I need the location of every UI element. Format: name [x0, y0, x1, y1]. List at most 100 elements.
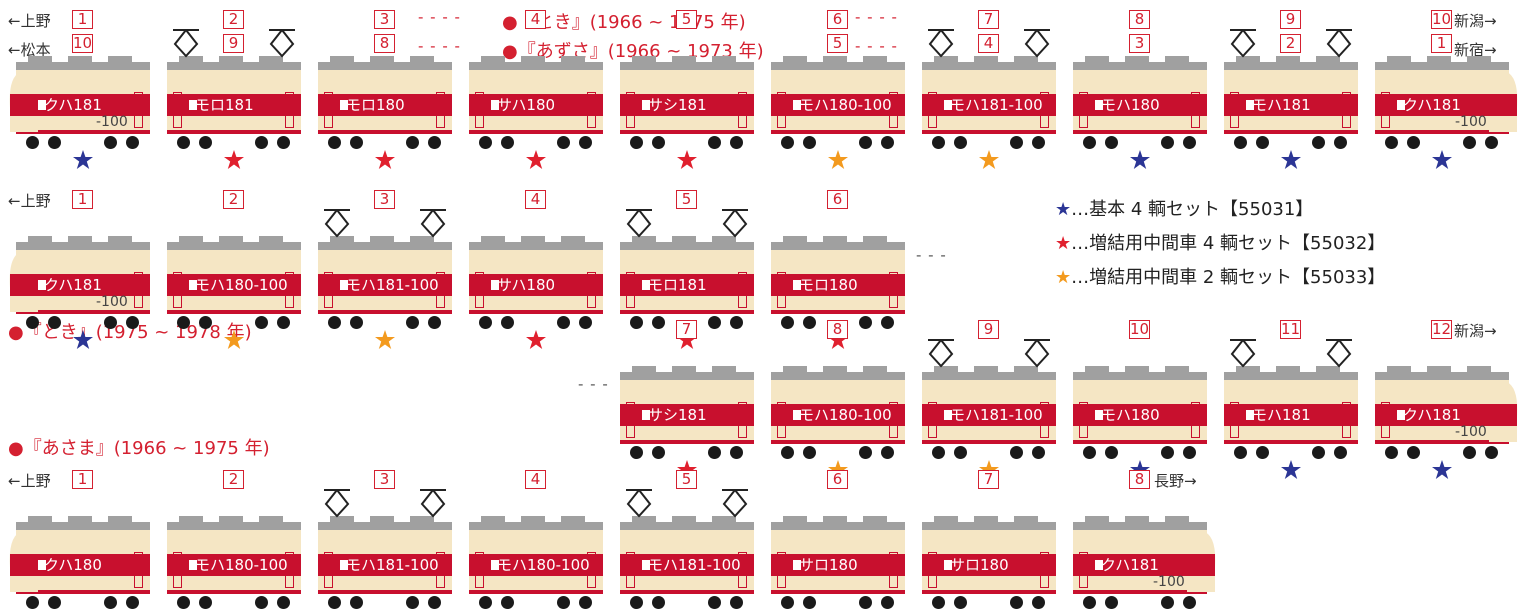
- car-number-alt: 3: [1129, 34, 1150, 53]
- car-wheel: [126, 596, 139, 609]
- car-wheel: [954, 596, 967, 609]
- car-roof: [1224, 372, 1358, 380]
- car-wheel: [932, 446, 945, 459]
- car-door: [1230, 92, 1239, 128]
- car-wheel: [1161, 446, 1174, 459]
- pantograph-icon: [926, 26, 956, 62]
- car-door: [1079, 402, 1088, 438]
- star-blue-icon: [1432, 150, 1452, 170]
- train-car: 2モハ180-100: [159, 468, 309, 598]
- car-door: [134, 272, 143, 308]
- star-blue-icon: [1130, 150, 1150, 170]
- pantograph-icon: [418, 206, 448, 242]
- car-wheel: [277, 596, 290, 609]
- car-wheel: [1083, 596, 1096, 609]
- car-skirt: [922, 130, 1056, 134]
- car-wheel: [630, 446, 643, 459]
- car-wheel: [781, 446, 794, 459]
- car-number: 4: [525, 190, 546, 209]
- car-wheel: [630, 136, 643, 149]
- car-door: [777, 552, 786, 588]
- car-wheel: [708, 446, 721, 459]
- car-label: モロ181: [195, 94, 254, 116]
- car-label: モハ181: [1252, 404, 1311, 426]
- car-skirt: [167, 590, 301, 594]
- pantograph-icon: [720, 486, 750, 522]
- cab-nose: [1487, 68, 1519, 138]
- train-car: 11モハ181: [1216, 318, 1366, 448]
- car-wheel: [1463, 136, 1476, 149]
- car-label: モロ180: [799, 274, 858, 296]
- car-wheel: [104, 136, 117, 149]
- car-door: [436, 92, 445, 128]
- car-wheel: [859, 136, 872, 149]
- car-wheel: [579, 596, 592, 609]
- car-skirt: [469, 130, 603, 134]
- car-door: [475, 92, 484, 128]
- car-door: [889, 272, 898, 308]
- car-door: [134, 92, 143, 128]
- train-car: 1クハ181-100: [8, 188, 158, 318]
- car-door: [324, 92, 333, 128]
- car-wheel: [781, 136, 794, 149]
- train-car: 8クハ181-100: [1065, 468, 1215, 598]
- car-wheel: [1183, 596, 1196, 609]
- car-wheel: [781, 596, 794, 609]
- car-roof: [318, 62, 452, 70]
- car-wheel: [708, 136, 721, 149]
- car-skirt: [620, 440, 754, 444]
- car-wheel: [1334, 136, 1347, 149]
- train-car: 38モロ180: [310, 8, 460, 138]
- car-number: 12: [1431, 320, 1452, 339]
- car-roof: [620, 62, 754, 70]
- train-car: 2モハ180-100: [159, 188, 309, 318]
- car-wheel: [328, 136, 341, 149]
- car-number: 10: [1431, 10, 1452, 29]
- car-roof: [469, 522, 603, 530]
- cab-nose: [8, 248, 40, 318]
- car-label-sub: -100: [1455, 424, 1487, 440]
- car-label-sub: -100: [96, 114, 128, 130]
- car-roof: [922, 62, 1056, 70]
- car-label-sub: -100: [96, 294, 128, 310]
- car-door: [587, 92, 596, 128]
- car-number: 1: [72, 470, 93, 489]
- train-car: 6モロ180: [763, 188, 913, 318]
- car-door: [626, 402, 635, 438]
- star-red-icon: [677, 150, 697, 170]
- pantograph-icon: [926, 336, 956, 372]
- car-wheel: [1032, 596, 1045, 609]
- car-wheel: [881, 136, 894, 149]
- car-skirt: [318, 590, 452, 594]
- pantograph-icon: [1324, 26, 1354, 62]
- car-number: 3: [374, 10, 395, 29]
- car-skirt: [167, 130, 301, 134]
- car-door: [173, 272, 182, 308]
- car-wheel: [126, 136, 139, 149]
- car-roof: [167, 522, 301, 530]
- car-skirt: [620, 130, 754, 134]
- car-roof: [620, 372, 754, 380]
- pantograph-icon: [171, 26, 201, 62]
- car-number: 2: [223, 190, 244, 209]
- car-roof: [318, 242, 452, 250]
- car-roof: [1073, 62, 1207, 70]
- car-number: 8: [1129, 470, 1150, 489]
- formation-asama: 1クハ1802モハ180-1003モハ181-1004モハ180-1005モハ1…: [0, 468, 1530, 598]
- car-wheel: [803, 136, 816, 149]
- car-door: [324, 552, 333, 588]
- car-wheel: [1105, 446, 1118, 459]
- car-wheel: [1256, 136, 1269, 149]
- car-wheel: [1010, 596, 1023, 609]
- car-roof: [167, 242, 301, 250]
- car-number: 6: [827, 10, 848, 29]
- car-wheel: [255, 136, 268, 149]
- pantograph-icon: [322, 206, 352, 242]
- car-label: モハ181: [1252, 94, 1311, 116]
- car-label: モハ180-100: [799, 94, 892, 116]
- car-label: モハ180: [1101, 404, 1160, 426]
- car-skirt: [469, 590, 603, 594]
- car-wheel: [1032, 136, 1045, 149]
